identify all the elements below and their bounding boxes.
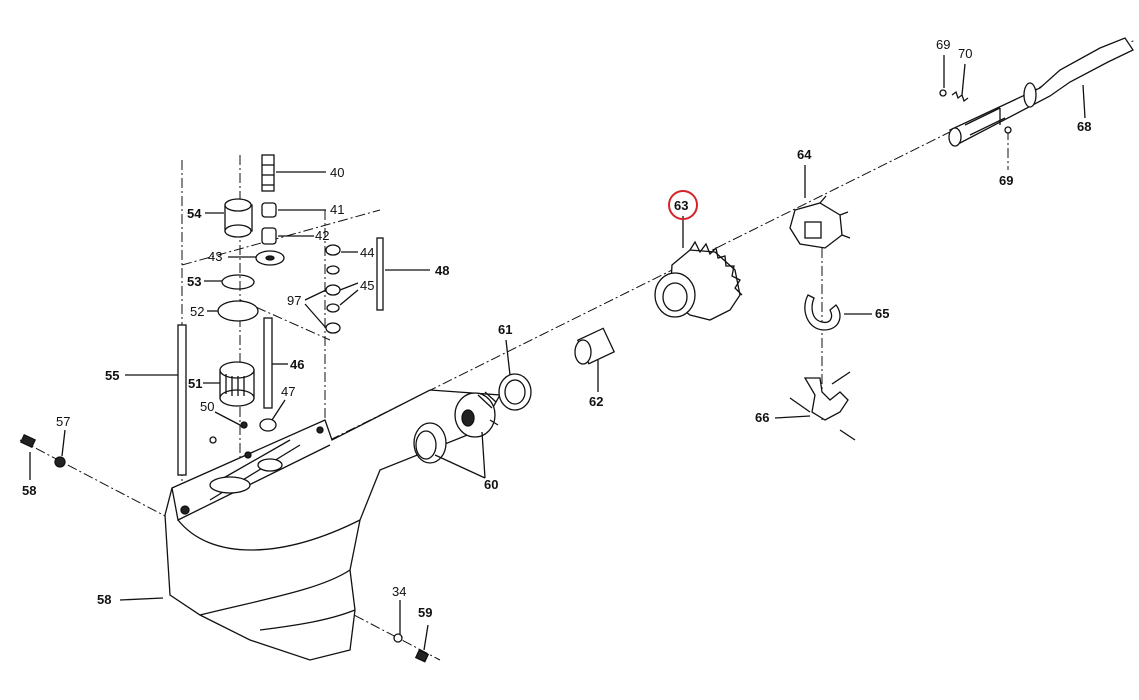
label-97: 97 — [287, 293, 301, 308]
label-58-housing: 58 — [97, 592, 111, 607]
label-61: 61 — [498, 322, 512, 337]
part-63-forward-gear — [654, 240, 743, 321]
label-46: 46 — [290, 357, 304, 372]
part-34-59-bolt — [393, 633, 430, 663]
part-53-snap-ring — [221, 274, 255, 290]
label-63: 63 — [674, 198, 688, 213]
label-69-top: 69 — [936, 37, 950, 52]
label-47: 47 — [281, 384, 295, 399]
label-64: 64 — [797, 147, 812, 162]
highlight-circle — [668, 190, 698, 220]
label-70: 70 — [958, 46, 972, 61]
label-48: 48 — [435, 263, 449, 278]
label-42: 42 — [315, 228, 329, 243]
label-62: 62 — [589, 394, 603, 409]
label-43: 43 — [208, 249, 222, 264]
label-66: 66 — [755, 410, 769, 425]
part-57-58-bolt — [20, 433, 66, 468]
label-51: 51 — [188, 376, 202, 391]
part-54-sleeve — [224, 198, 253, 238]
part-42-bushing — [261, 227, 277, 245]
label-44: 44 — [360, 245, 374, 260]
part-50-pin — [209, 421, 248, 444]
part-60-bearing-race — [413, 391, 499, 464]
part-46-stud — [263, 317, 273, 409]
part-70-spring — [951, 90, 969, 103]
part-52-shim — [217, 300, 259, 322]
part-number-labels: 40 41 42 43 44 45 97 48 54 53 52 51 55 4… — [22, 37, 1091, 620]
part-48-stud — [376, 237, 384, 311]
gearcase-housing — [164, 389, 502, 661]
part-61-shim — [498, 373, 532, 411]
part-69-detent-ball — [939, 89, 1012, 134]
label-50: 50 — [200, 399, 214, 414]
part-47-oring — [259, 418, 277, 432]
label-57: 57 — [56, 414, 70, 429]
part-51-needle-bearing — [219, 361, 255, 407]
label-41: 41 — [330, 202, 344, 217]
part-66-shift-cam — [789, 371, 856, 441]
label-60: 60 — [484, 477, 498, 492]
part-65-retaining-clip — [804, 294, 841, 331]
part-45-97-orings — [325, 284, 341, 334]
label-54: 54 — [187, 206, 202, 221]
label-55: 55 — [105, 368, 119, 383]
part-43-washer — [255, 250, 285, 266]
part-41-seal — [261, 202, 277, 218]
part-40-fitting — [261, 154, 275, 192]
label-68: 68 — [1077, 119, 1091, 134]
part-62-bearing — [574, 327, 616, 365]
label-52: 52 — [190, 304, 204, 319]
label-53: 53 — [187, 274, 201, 289]
part-64-clutch-dog — [789, 195, 851, 249]
label-34: 34 — [392, 584, 406, 599]
label-59: 59 — [418, 605, 432, 620]
part-68-propeller-shaft — [948, 37, 1134, 147]
part-55-stud — [177, 324, 187, 476]
label-65: 65 — [875, 306, 889, 321]
label-45: 45 — [360, 278, 374, 293]
label-69-bottom: 69 — [999, 173, 1013, 188]
label-58-bolt: 58 — [22, 483, 36, 498]
leader-lines — [29, 55, 1086, 651]
part-44-oring — [325, 244, 341, 275]
label-40: 40 — [330, 165, 344, 180]
